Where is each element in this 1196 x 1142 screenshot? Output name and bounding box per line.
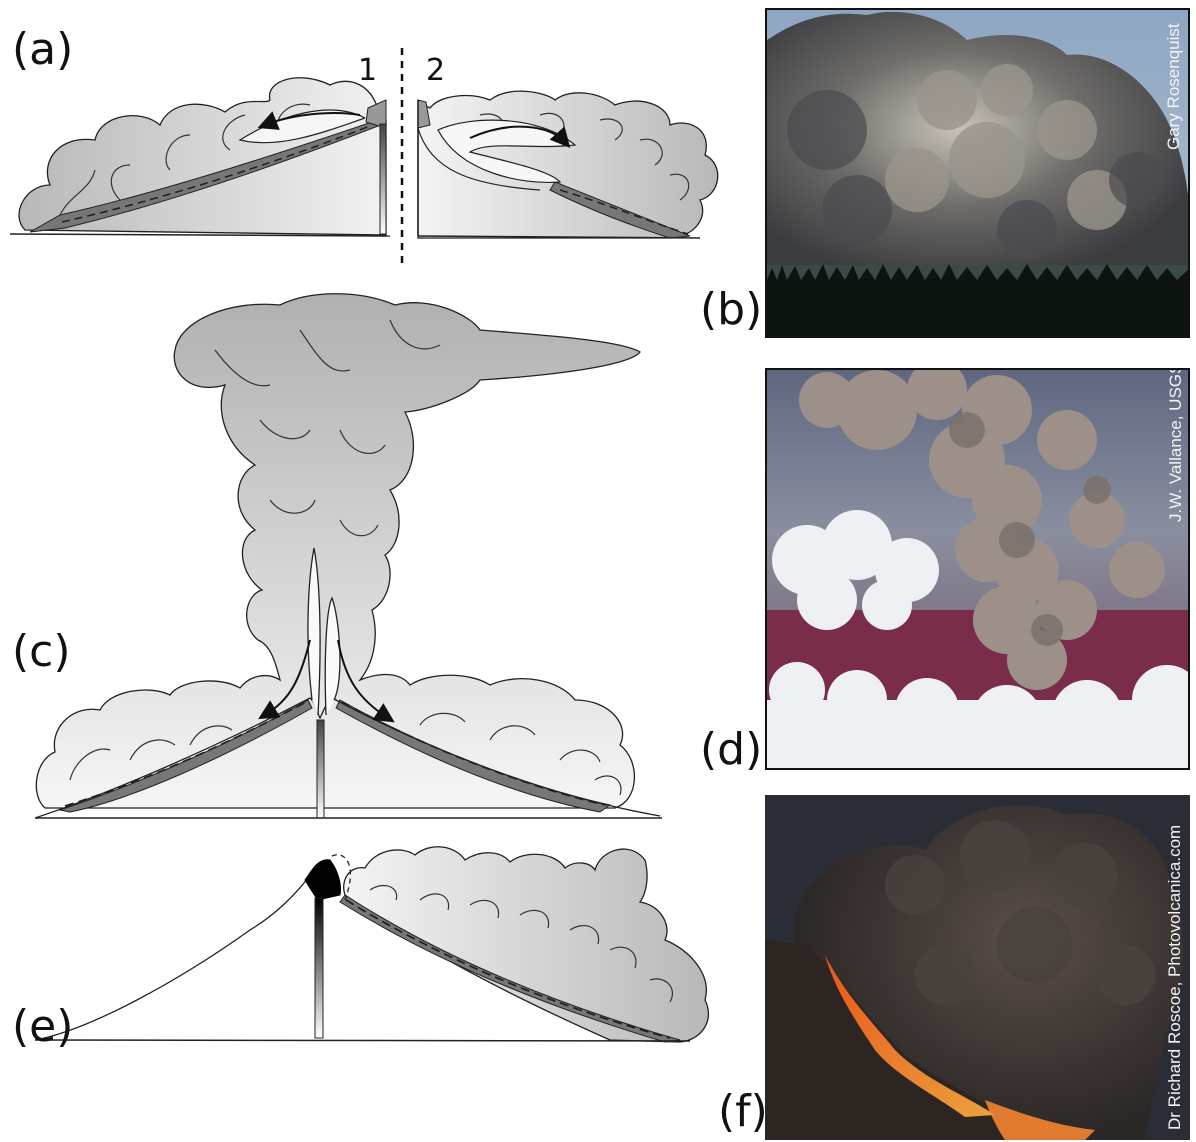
plume-curls xyxy=(69,319,622,796)
cloud-curls xyxy=(59,103,311,216)
volcano-profile xyxy=(34,697,661,819)
vent-conduit xyxy=(316,719,325,819)
photo-f-credit: Dr Richard Roscoe, Photovolcanica.com xyxy=(1165,824,1184,1130)
vent-conduit xyxy=(379,123,387,235)
photo-d-eruption-column: J.W. Vallance, USGS xyxy=(765,368,1190,770)
panel-d-label: (d) xyxy=(700,724,763,775)
photo-b-credit: Gary Rosenquist xyxy=(1164,23,1183,150)
jet-right xyxy=(324,596,341,716)
flow-region xyxy=(437,119,577,184)
panel-a-right-diagram xyxy=(417,90,719,239)
vent-conduit xyxy=(314,897,324,1039)
panel-a-label: (a) xyxy=(12,24,74,75)
eruption-diagrams xyxy=(9,48,719,1043)
volcano-profile xyxy=(34,877,309,1041)
panel-a-left-diagram xyxy=(9,77,391,237)
flow-arrow xyxy=(238,109,366,144)
cloud xyxy=(417,90,719,239)
photo-f-pyroclastic-flow: Dr Richard Roscoe, Photovolcanica.com xyxy=(765,795,1190,1140)
block-ash-flow-cloud xyxy=(343,846,710,1043)
panel-e-label: (e) xyxy=(12,1001,74,1052)
panel-b-label: (b) xyxy=(700,284,763,335)
lava-dome xyxy=(304,859,341,901)
cloud-curls xyxy=(479,112,690,201)
label-1: 1 xyxy=(358,53,378,88)
panel-e-diagram xyxy=(34,846,710,1043)
cone-remnant xyxy=(417,99,431,129)
panel-f-label: (f) xyxy=(718,1086,768,1137)
photo-d-credit: J.W. Vallance, USGS xyxy=(1166,368,1185,522)
photo-b-eruption-cloud: Gary Rosenquist xyxy=(765,8,1190,338)
collapse-outline xyxy=(331,854,351,901)
panel-c-diagram xyxy=(34,293,662,819)
panel-c-label: (c) xyxy=(12,626,71,677)
plume-and-flows xyxy=(35,293,641,809)
deposit xyxy=(549,181,691,239)
label-2: 2 xyxy=(426,53,446,88)
cloud-curls xyxy=(369,885,673,1003)
